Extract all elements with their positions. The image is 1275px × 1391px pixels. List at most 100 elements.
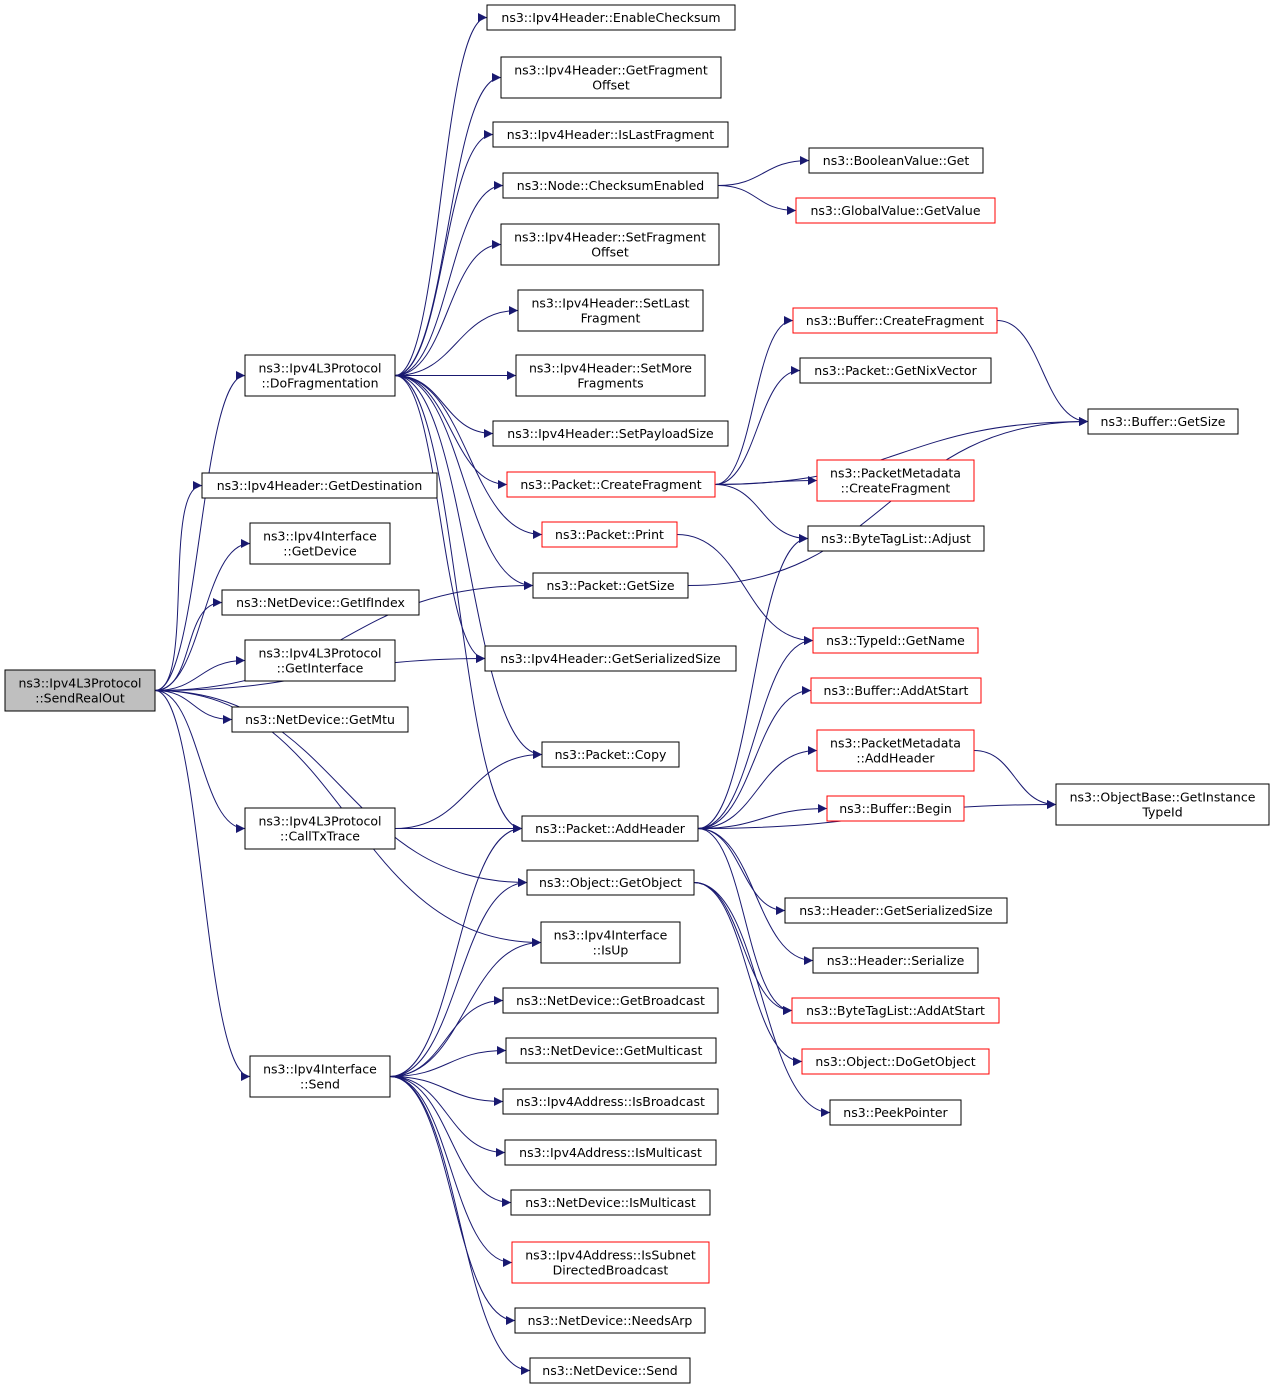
node-root[interactable]: ns3::Ipv4L3Protocol::SendRealOut — [4, 669, 156, 712]
node-pktcopy-box — [541, 741, 680, 768]
node-gvgetvalue[interactable]: ns3::GlobalValue::GetValue — [795, 197, 996, 224]
edge-ifsend-to-addrisbcast — [389, 1076, 504, 1106]
node-pmcreatefrag[interactable]: ns3::PacketMetadata::CreateFragment — [816, 459, 975, 502]
node-bufbegin[interactable]: ns3::Buffer::Begin — [826, 795, 965, 822]
node-issubnet[interactable]: ns3::Ipv4Address::IsSubnetDirectedBroadc… — [511, 1241, 710, 1284]
node-ifisup[interactable]: ns3::Ipv4Interface::IsUp — [540, 921, 681, 964]
edge-ifsend-to-issubnet — [389, 1076, 513, 1267]
node-hdrserialize[interactable]: ns3::Header::Serialize — [812, 947, 979, 974]
node-objgetobj[interactable]: ns3::Object::GetObject — [526, 869, 695, 896]
node-peekptr[interactable]: ns3::PeekPointer — [829, 1099, 962, 1126]
node-btladdatstart[interactable]: ns3::ByteTagList::AddAtStart — [791, 997, 1000, 1024]
node-gvgetvalue-label-0: ns3::GlobalValue::GetValue — [810, 203, 980, 218]
node-getmcast[interactable]: ns3::NetDevice::GetMulticast — [505, 1037, 717, 1064]
node-pktcreatefrag[interactable]: ns3::Packet::CreateFragment — [506, 471, 716, 498]
node-ifsend-label-0: ns3::Ipv4Interface — [263, 1062, 377, 1077]
node-needsarp[interactable]: ns3::NetDevice::NeedsArp — [514, 1307, 706, 1334]
node-pktaddhdr-label-0: ns3::Packet::AddHeader — [535, 821, 686, 836]
node-getifindex[interactable]: ns3::NetDevice::GetIfIndex — [221, 589, 420, 616]
node-chkenabled[interactable]: ns3::Node::ChecksumEnabled — [502, 172, 719, 199]
node-setfragoff-box — [500, 223, 720, 266]
node-getnix-box — [799, 357, 992, 384]
edge-pktgetsize-to-bufgetsize — [687, 417, 1089, 586]
node-getmtu[interactable]: ns3::NetDevice::GetMtu — [231, 706, 409, 733]
node-bufaddatstart-box — [810, 677, 982, 704]
node-addrisbcast[interactable]: ns3::Ipv4Address::IsBroadcast — [502, 1088, 719, 1115]
edge-pktcreatefrag-to-getnix — [714, 366, 801, 485]
node-pktaddhdr[interactable]: ns3::Packet::AddHeader — [521, 815, 699, 842]
node-boolget-label-0: ns3::BooleanValue::Get — [823, 153, 970, 168]
node-ifgetdev-label-1: ::GetDevice — [283, 544, 357, 559]
node-pktcopy[interactable]: ns3::Packet::Copy — [541, 741, 680, 768]
edge-ifsend-to-pktaddhdr — [389, 824, 523, 1077]
node-ifsend[interactable]: ns3::Ipv4Interface::Send — [249, 1055, 391, 1098]
node-getdest-box — [201, 472, 438, 499]
edge-pktaddhdr-to-btladjust — [697, 534, 809, 829]
node-getdest[interactable]: ns3::Ipv4Header::GetDestination — [201, 472, 438, 499]
node-ifgetdev[interactable]: ns3::Ipv4Interface::GetDevice — [249, 522, 391, 565]
node-setlast-box — [517, 289, 704, 332]
node-pktgetsize[interactable]: ns3::Packet::GetSize — [532, 572, 689, 599]
node-peekptr-label-0: ns3::PeekPointer — [843, 1105, 948, 1120]
node-calltx[interactable]: ns3::Ipv4L3Protocol::CallTxTrace — [244, 807, 396, 850]
node-chkenabled-box — [502, 172, 719, 199]
node-getmcast-label-0: ns3::NetDevice::GetMulticast — [520, 1043, 703, 1058]
node-typegetname-label-0: ns3::TypeId::GetName — [826, 633, 965, 648]
node-pktprint[interactable]: ns3::Packet::Print — [541, 521, 678, 548]
node-bufaddatstart[interactable]: ns3::Buffer::AddAtStart — [810, 677, 982, 704]
node-objdogetobj[interactable]: ns3::Object::DoGetObject — [801, 1048, 990, 1075]
node-addrismcast-box — [504, 1139, 717, 1166]
node-bufgetsize[interactable]: ns3::Buffer::GetSize — [1087, 408, 1239, 435]
node-ifsend-label-1: ::Send — [300, 1077, 340, 1092]
node-dofrag[interactable]: ns3::Ipv4L3Protocol::DoFragmentation — [244, 354, 396, 397]
node-getnix[interactable]: ns3::Packet::GetNixVector — [799, 357, 992, 384]
edge-dofrag-to-pktaddhdr — [394, 375, 523, 833]
node-pmaddhdr-box — [816, 729, 975, 772]
node-bufgetsize-box — [1087, 408, 1239, 435]
node-getiface[interactable]: ns3::Ipv4L3Protocol::GetInterface — [244, 639, 396, 682]
nodes-layer: ns3::Ipv4L3Protocol::SendRealOutns3::Ipv… — [4, 4, 1270, 1384]
node-devsend[interactable]: ns3::NetDevice::Send — [529, 1357, 691, 1384]
node-pmcreatefrag-label-0: ns3::PacketMetadata — [830, 466, 961, 481]
node-enchk-box — [486, 4, 736, 31]
edge-pktaddhdr-to-hdrserialize — [697, 828, 814, 965]
node-devismcast-box — [510, 1189, 711, 1216]
node-devismcast[interactable]: ns3::NetDevice::IsMulticast — [510, 1189, 711, 1216]
edge-pktaddhdr-to-pmaddhdr — [697, 746, 818, 829]
node-enchk[interactable]: ns3::Ipv4Header::EnableChecksum — [486, 4, 736, 31]
node-calltx-label-0: ns3::Ipv4L3Protocol — [258, 814, 381, 829]
node-hdrserialize-label-0: ns3::Header::Serialize — [827, 953, 965, 968]
edge-dofrag-to-pktgetsize — [394, 375, 534, 590]
edge-dofrag-to-hdrgetser — [394, 375, 486, 663]
node-bufcreatefrag[interactable]: ns3::Buffer::CreateFragment — [792, 307, 998, 334]
node-boolget[interactable]: ns3::BooleanValue::Get — [808, 147, 984, 174]
node-getiface-label-1: ::GetInterface — [277, 661, 364, 676]
node-boolget-box — [808, 147, 984, 174]
node-getnix-label-0: ns3::Packet::GetNixVector — [814, 363, 977, 378]
node-btladjust[interactable]: ns3::ByteTagList::Adjust — [807, 525, 985, 552]
node-typegetname[interactable]: ns3::TypeId::GetName — [812, 627, 979, 654]
node-pmaddhdr-label-0: ns3::PacketMetadata — [830, 736, 961, 751]
node-setpayload[interactable]: ns3::Ipv4Header::SetPayloadSize — [492, 420, 729, 447]
node-getbcast[interactable]: ns3::NetDevice::GetBroadcast — [502, 987, 719, 1014]
node-bufbegin-label-0: ns3::Buffer::Begin — [839, 801, 952, 816]
node-hdrgetser[interactable]: ns3::Ipv4Header::GetSerializedSize — [484, 645, 737, 672]
node-pmaddhdr[interactable]: ns3::PacketMetadata::AddHeader — [816, 729, 975, 772]
node-root-label-0: ns3::Ipv4L3Protocol — [18, 676, 141, 691]
node-addrismcast[interactable]: ns3::Ipv4Address::IsMulticast — [504, 1139, 717, 1166]
node-islastfrag[interactable]: ns3::Ipv4Header::IsLastFragment — [492, 121, 729, 148]
node-root-label-1: ::SendRealOut — [35, 691, 125, 706]
node-hdrgetser2-box — [784, 897, 1008, 924]
edge-pktaddhdr-to-hdrgetser2 — [697, 828, 786, 915]
node-objbasetid-label-1: TypeId — [1141, 805, 1182, 820]
node-setfragoff-label-1: Offset — [591, 245, 629, 260]
node-addrismcast-label-0: ns3::Ipv4Address::IsMulticast — [519, 1145, 702, 1160]
node-getbcast-label-0: ns3::NetDevice::GetBroadcast — [516, 993, 705, 1008]
node-hdrgetser2[interactable]: ns3::Header::GetSerializedSize — [784, 897, 1008, 924]
edge-pmaddhdr-to-objbasetid — [973, 750, 1057, 809]
